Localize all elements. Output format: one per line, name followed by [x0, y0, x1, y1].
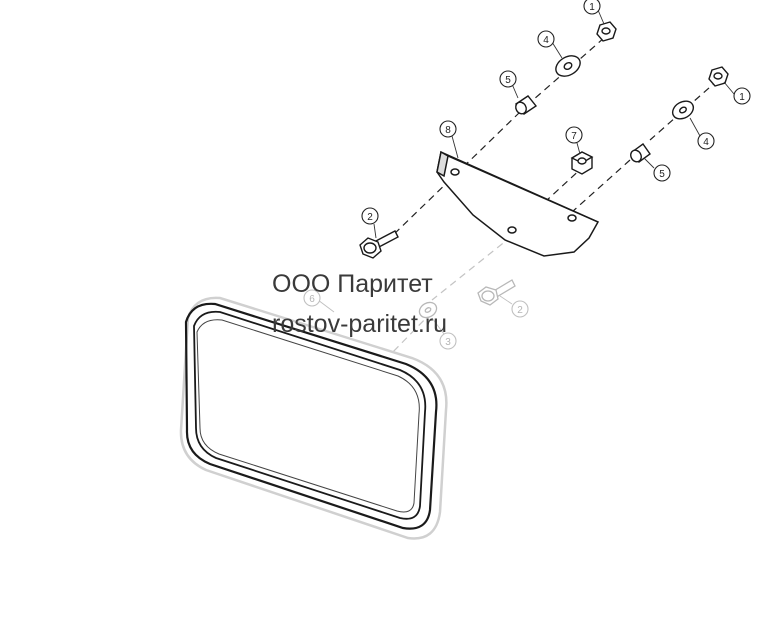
callout-6-label: 6: [309, 294, 315, 305]
callout-5-top-label: 5: [505, 75, 511, 86]
callout-1-right: 1: [733, 87, 751, 105]
callouts: 1 4 5 8 7 1 4 5: [303, 0, 751, 350]
watermark-url: rostov-paritet.ru: [272, 310, 448, 338]
callout-6: 6: [303, 289, 321, 307]
callout-4-top-label: 4: [543, 35, 549, 46]
watermark-company: ООО Паритет: [272, 270, 433, 298]
callout-1-top: 1: [583, 0, 601, 15]
callout-2-left: 2: [361, 207, 379, 225]
nut-top: [596, 21, 617, 42]
callout-3: 3: [439, 332, 457, 350]
callout-4-top: 4: [537, 30, 555, 48]
callout-5-right: 5: [653, 164, 671, 182]
callout-4-right-label: 4: [703, 137, 709, 148]
washer-right: [671, 100, 695, 120]
nut-middle: [570, 151, 594, 175]
washer-top: [555, 55, 581, 77]
callout-leaders: [373, 9, 735, 239]
spacer-top: [514, 95, 538, 115]
callout-1-right-label: 1: [739, 92, 745, 103]
mirror: [179, 296, 448, 540]
bracket: [436, 150, 600, 257]
callout-8: 8: [439, 120, 457, 138]
callout-2-faded-label: 2: [517, 305, 523, 316]
callout-1-top-label: 1: [589, 2, 595, 13]
callout-4-right: 4: [697, 132, 715, 150]
bolt-faded: [477, 279, 516, 306]
callout-7-label: 7: [571, 131, 577, 142]
callout-3-label: 3: [445, 337, 451, 348]
callout-2-faded: 2: [511, 300, 529, 318]
assembly-axis-lines-faded: [389, 235, 513, 356]
callout-5-right-label: 5: [659, 169, 665, 180]
callout-2-left-label: 2: [367, 212, 373, 223]
callout-7: 7: [565, 126, 583, 144]
callout-8-label: 8: [445, 125, 451, 136]
washer-faded: [418, 301, 438, 319]
spacer-right: [630, 143, 651, 163]
callout-5-top: 5: [499, 70, 517, 88]
callout-leaders-faded: [317, 295, 513, 335]
bolt-left: [359, 230, 399, 259]
